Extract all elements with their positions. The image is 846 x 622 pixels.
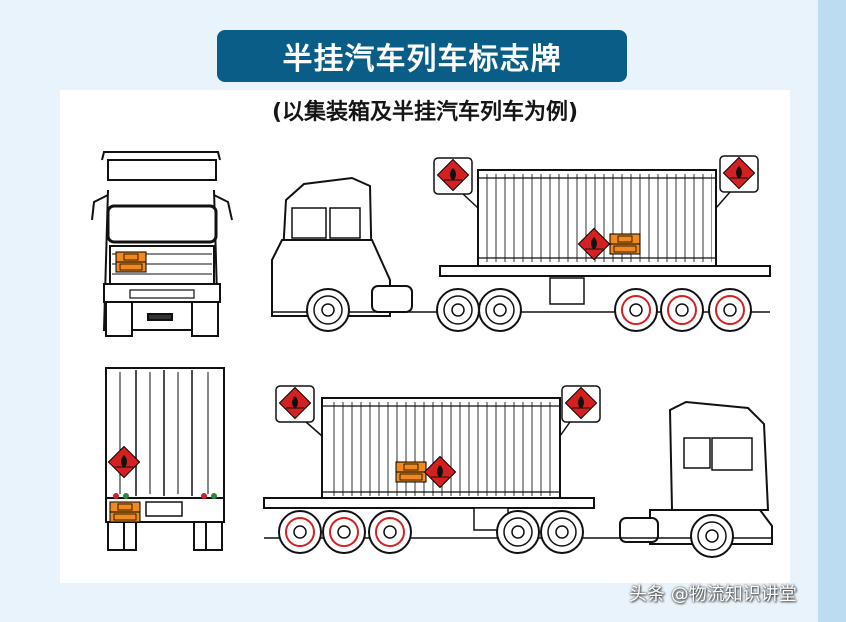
page-title: 半挂汽车列车标志牌 <box>282 42 562 77</box>
side-top-hazard-plate <box>609 233 641 255</box>
watermark: 头条 @物流知识讲堂 <box>629 584 797 605</box>
callout-left-top <box>433 157 479 209</box>
truck-illustration <box>91 151 773 558</box>
front-view-tractor <box>91 151 233 337</box>
callout-right-bottom <box>559 385 601 437</box>
callout-right-top <box>715 155 759 209</box>
callout-left-bottom <box>275 385 323 437</box>
rear-view-container <box>105 367 225 551</box>
side-bottom-hazard-plate <box>395 461 427 483</box>
front-hazard-plate <box>115 251 147 273</box>
side-band <box>818 0 846 622</box>
diagram-panel: (以集装箱及半挂汽车列车为例) <box>60 90 790 583</box>
rear-hazard-plate <box>109 501 141 523</box>
title-banner: 半挂汽车列车标志牌 <box>217 30 627 82</box>
diagram-subtitle: (以集装箱及半挂汽车列车为例) <box>271 100 579 125</box>
side-view-top <box>271 169 771 317</box>
